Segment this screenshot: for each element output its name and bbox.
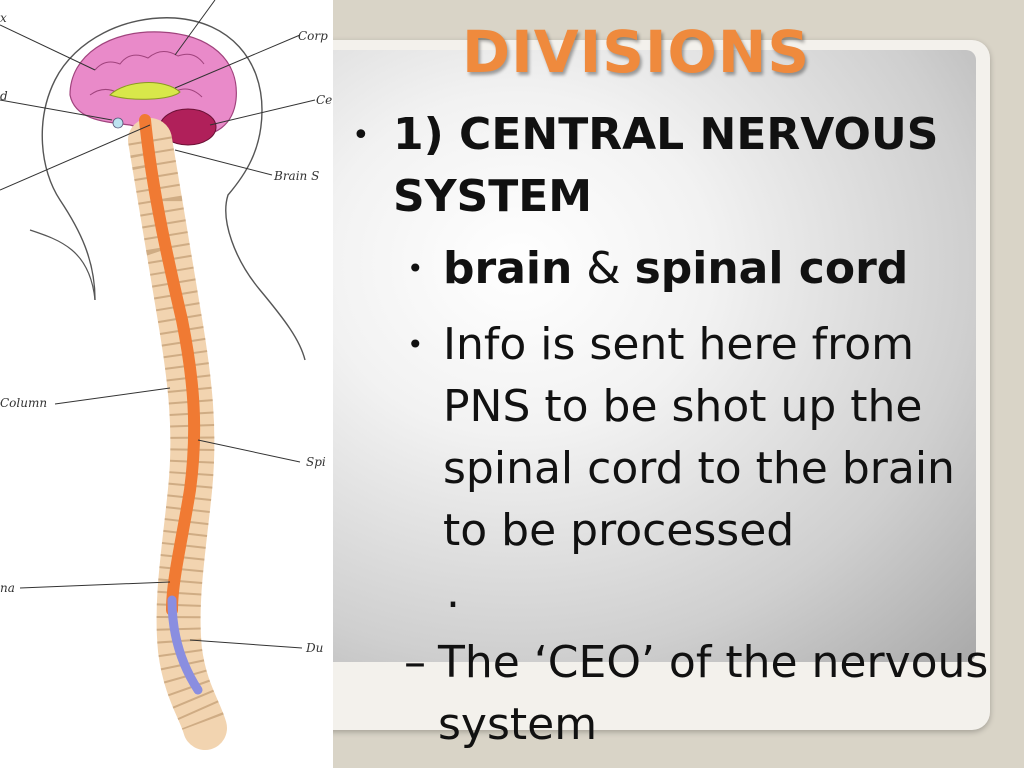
illustration-label: Brain S (273, 169, 319, 183)
bullet-brain-spinal-cord: brain & spinal cord (443, 238, 908, 300)
illustration-label: Ce (316, 93, 332, 107)
head-outline (41, 17, 306, 361)
slide-title: DIVISIONS (462, 18, 811, 86)
dura-sac (167, 595, 203, 695)
sub-bullet-ceo: The ‘CEO’ of the nervous system (438, 637, 989, 750)
ampersand: & (572, 243, 635, 294)
neck-outline (29, 229, 96, 301)
spinal-cord (139, 114, 201, 616)
corpus-callosum (109, 82, 181, 100)
illustration-label: x (0, 11, 7, 25)
spinal-cord-term: spinal cord (634, 243, 909, 294)
illustration-label: na (0, 581, 15, 595)
nervous-system-diagram: x Corp Ce d Brain S Column Spi na Du (0, 0, 332, 750)
bullet-central-nervous-system: 1) CENTRAL NERVOUS SYSTEM (393, 109, 939, 222)
bullet-info-period: . (446, 567, 460, 618)
illustration-label: Spi (306, 455, 326, 469)
bullet-info-sent: Info is sent here from PNS to be shot up… (443, 319, 955, 556)
bullet-dot: • (407, 252, 424, 285)
brain-term: brain (443, 243, 573, 294)
illustration-label: d (0, 89, 8, 103)
sub-bullet-dash: – (404, 637, 426, 688)
illustration-label: Du (305, 641, 323, 655)
illustration-label: Column (0, 396, 47, 410)
content-panel (320, 50, 976, 662)
bullet-dot: • (407, 328, 424, 361)
illustration-label: Corp (298, 29, 328, 43)
bullet-dot: • (352, 118, 370, 153)
nervous-system-illustration: x Corp Ce d Brain S Column Spi na Du (0, 0, 333, 768)
